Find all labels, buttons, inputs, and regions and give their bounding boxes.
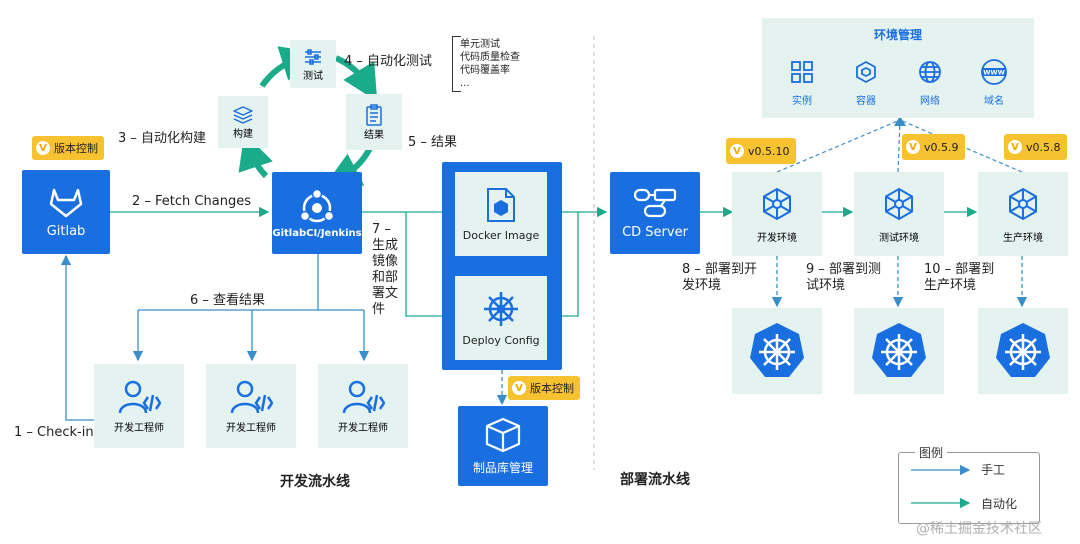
cd-server-node: CD Server bbox=[610, 172, 700, 254]
k8s-cluster-dev bbox=[732, 308, 822, 394]
deploy-config-node: Deploy Config bbox=[455, 276, 547, 360]
developer-icon bbox=[230, 380, 273, 413]
step-10-label: 10 – 部署到生产环境 bbox=[924, 262, 995, 293]
legend-auto-label: 自动化 bbox=[981, 497, 1018, 511]
legend-lines bbox=[911, 464, 971, 509]
cycle-result-node: 结果 bbox=[346, 94, 402, 150]
hexagon-network-icon bbox=[885, 187, 913, 220]
cube-icon bbox=[856, 60, 876, 83]
env-item-container: 容器 bbox=[846, 58, 886, 108]
repo-version-badge: V 版本控制 bbox=[508, 376, 580, 400]
legend-box: 图例 手工 自动化 bbox=[898, 444, 1040, 524]
env-test-node: 测试环境 bbox=[854, 172, 944, 256]
developer-icon bbox=[118, 380, 161, 413]
developer-icon bbox=[342, 380, 385, 413]
step-7-label: 7 – 生成 镜像 和部 署文 件 bbox=[372, 222, 399, 317]
step-6-label: 6 – 查看结果 bbox=[190, 293, 266, 308]
kubernetes-icon bbox=[996, 323, 1050, 377]
view-results-arrows bbox=[132, 254, 370, 362]
legend-manual-label: 手工 bbox=[981, 463, 1006, 477]
env-prod-node: 生产环境 bbox=[978, 172, 1068, 256]
watermark: @稀土掘金技术社区 bbox=[916, 521, 1042, 537]
kubernetes-icon bbox=[750, 323, 804, 377]
step-4-label: 4 – 自动化测试 bbox=[344, 54, 433, 69]
engineer-node: 开发工程师 bbox=[206, 364, 296, 448]
artifact-arrows bbox=[362, 206, 608, 322]
sliders-icon bbox=[305, 48, 321, 65]
svg-text:WWW: WWW bbox=[983, 69, 1005, 77]
helm-wheel-icon bbox=[484, 291, 518, 326]
engineer-node: 开发工程师 bbox=[318, 364, 408, 448]
env-item-instance: 实例 bbox=[782, 58, 822, 108]
k8s-cluster-test bbox=[854, 308, 944, 394]
vue-v-icon: V bbox=[36, 141, 50, 155]
step-3-label: 3 – 自动化构建 bbox=[118, 131, 207, 146]
artifact-repo-node: 制品库管理 bbox=[458, 406, 548, 486]
vue-v-icon: V bbox=[512, 381, 526, 395]
grid-icon bbox=[791, 60, 813, 83]
test-items-bracket bbox=[452, 36, 461, 92]
gitlab-icon bbox=[49, 188, 83, 217]
www-icon: WWW bbox=[981, 59, 1007, 85]
kubernetes-icon bbox=[872, 323, 926, 377]
ci-node: GitlabCI/Jenkins bbox=[272, 172, 362, 254]
step-8-label: 8 – 部署到开发环境 bbox=[682, 262, 758, 293]
legend-title: 图例 bbox=[915, 444, 948, 461]
env-item-domain: WWW 域名 bbox=[974, 58, 1014, 108]
gitlab-node: Gitlab bbox=[22, 170, 110, 254]
cycle-build-node: 构建 bbox=[218, 96, 268, 148]
env-mgmt-panel: 环境管理 实例 容器 网络 WWW 域名 bbox=[762, 18, 1034, 118]
env-mgmt-title: 环境管理 bbox=[873, 28, 922, 42]
dev-pipeline-caption: 开发流水线 bbox=[280, 474, 350, 490]
env-item-network: 网络 bbox=[910, 58, 950, 108]
step-1-label: 1 – Check-in bbox=[14, 425, 94, 440]
deploy-arrows bbox=[700, 206, 1028, 308]
env-mgmt-links bbox=[776, 116, 1023, 173]
checkin-arrow bbox=[60, 254, 94, 421]
vue-v-icon: V bbox=[1008, 140, 1022, 154]
env-dev-node: 开发环境 bbox=[732, 172, 822, 256]
cycle-test-node: 测试 bbox=[290, 40, 336, 88]
step-5-label: 5 – 结果 bbox=[408, 135, 458, 150]
vue-v-icon: V bbox=[906, 140, 920, 154]
hexagon-network-icon bbox=[763, 187, 791, 220]
step-2-label: 2 – Fetch Changes bbox=[132, 194, 251, 209]
test-items-list: 单元测试 代码质量检查 代码覆盖率 ... bbox=[460, 39, 520, 89]
layers-icon bbox=[233, 105, 253, 124]
globe-icon bbox=[919, 60, 941, 83]
gitlab-version-badge: V 版本控制 bbox=[32, 136, 104, 160]
ci-nodes-icon bbox=[299, 188, 335, 222]
package-box-icon bbox=[485, 417, 521, 452]
docker-file-icon bbox=[487, 187, 515, 222]
engineer-node: 开发工程师 bbox=[94, 364, 184, 448]
k8s-cluster-prod bbox=[978, 308, 1068, 394]
deploy-pipeline-caption: 部署流水线 bbox=[620, 472, 690, 488]
hexagon-network-icon bbox=[1009, 187, 1037, 220]
docker-image-node: Docker Image bbox=[455, 172, 547, 256]
clipboard-icon bbox=[366, 103, 382, 126]
step-9-label: 9 – 部署到测试环境 bbox=[806, 262, 882, 293]
flowchart-icon bbox=[633, 188, 677, 217]
vue-v-icon: V bbox=[730, 144, 744, 158]
